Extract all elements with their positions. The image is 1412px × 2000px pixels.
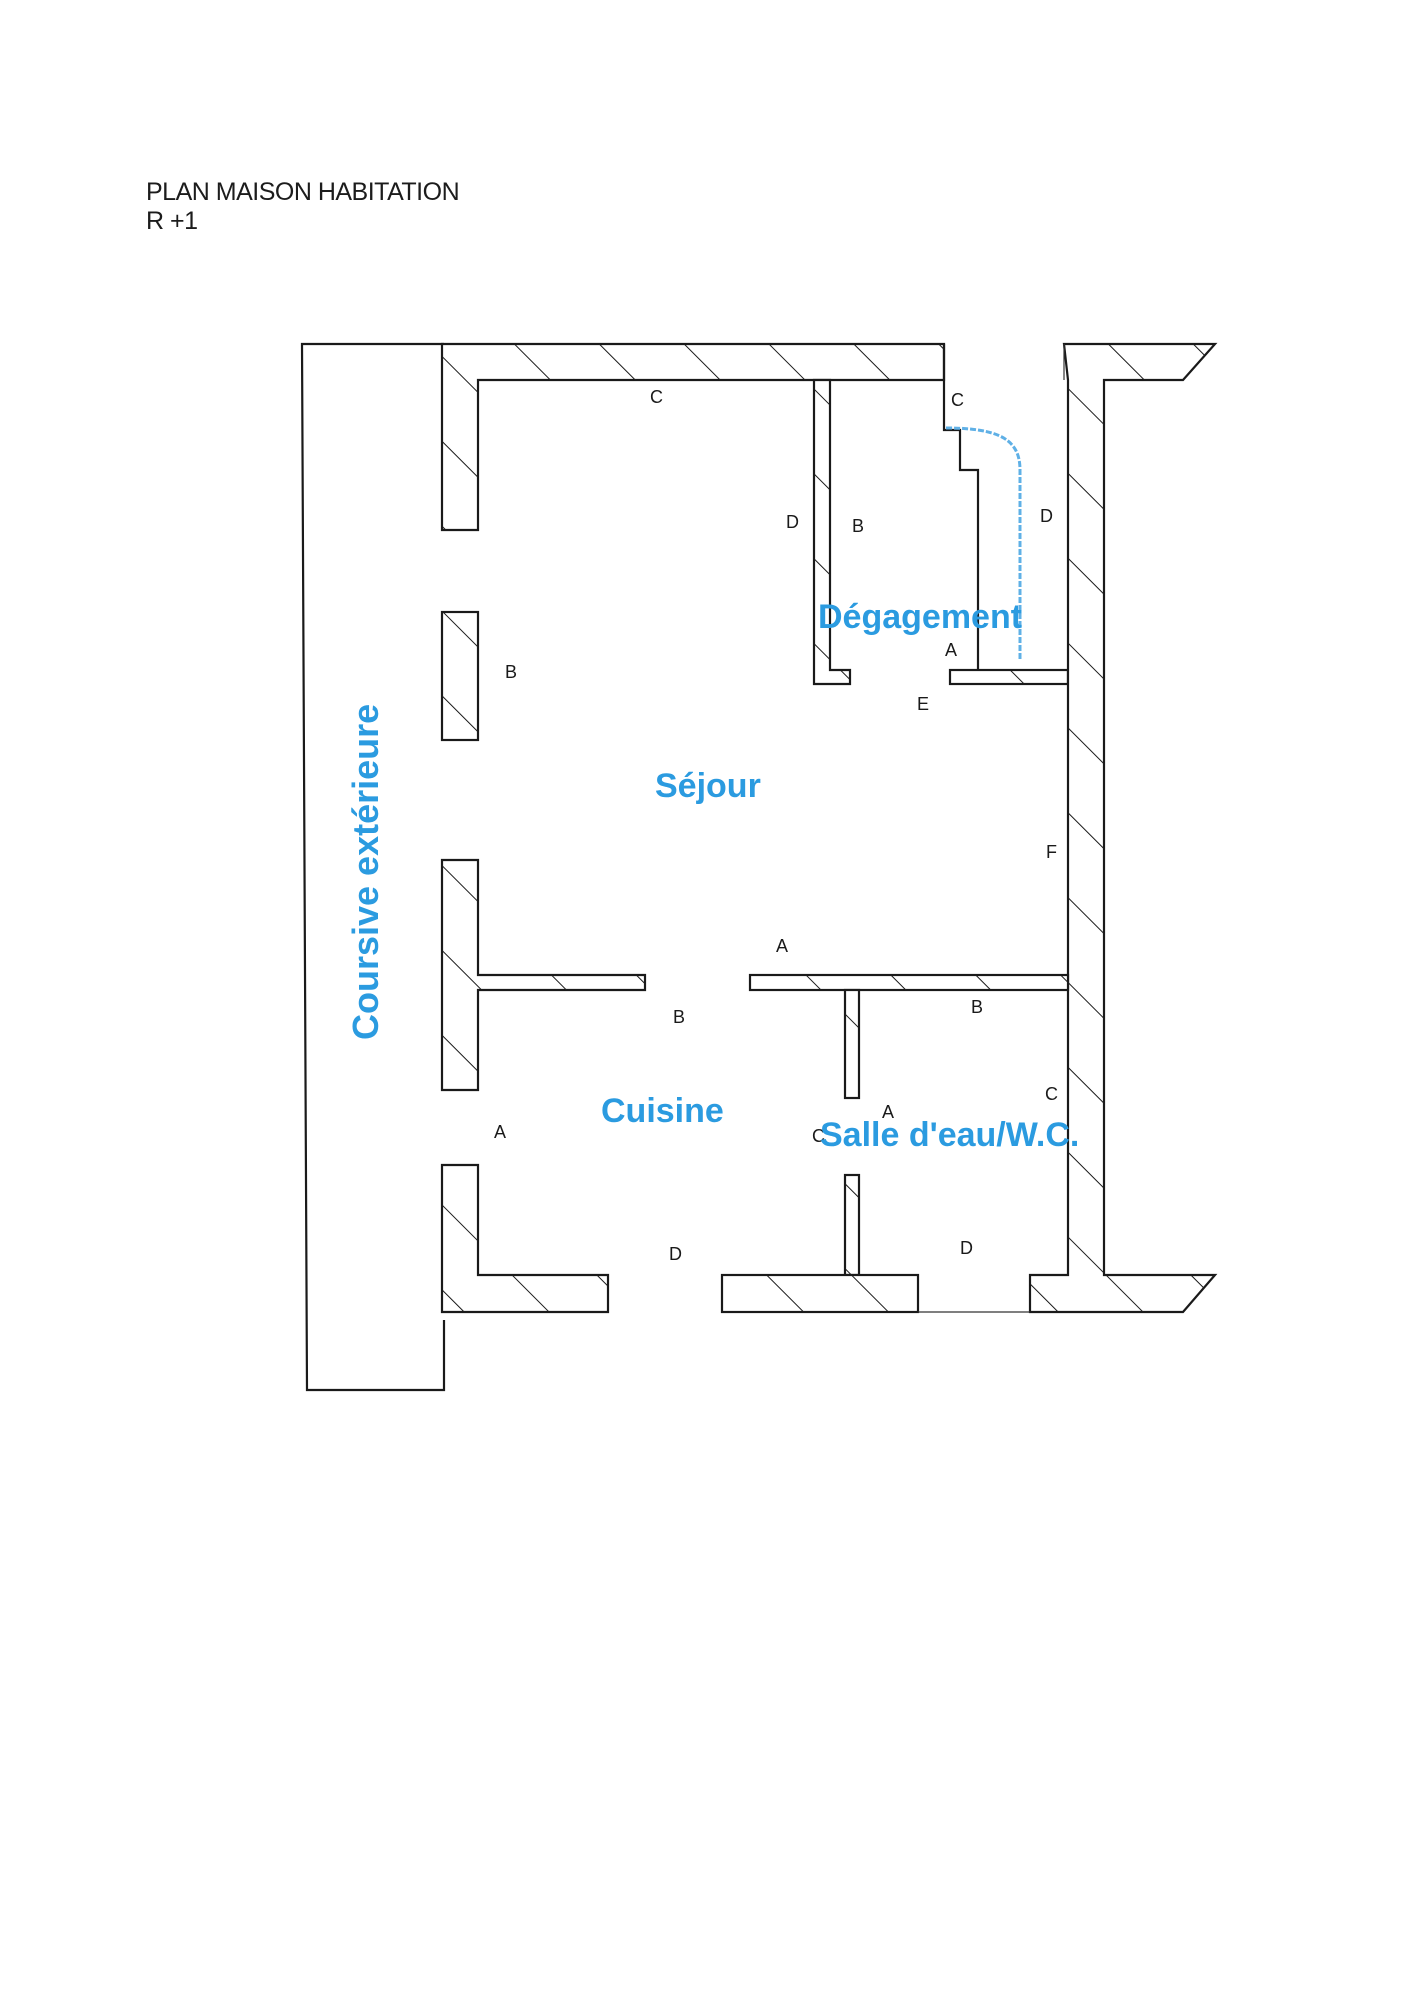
room-label-salle-eau: Salle d'eau/W.C. [820, 1116, 1079, 1154]
wall-left-bottom [440, 1163, 610, 1314]
plan-title-line2: R +1 [146, 207, 198, 235]
letter-deg-top: C [951, 390, 964, 410]
letter-sdb-left: A [882, 1102, 894, 1122]
coursive-outline [300, 342, 446, 1392]
wall-degagement-bottom [948, 668, 1070, 686]
letter-sejour-deg-wall: D [786, 512, 799, 532]
letter-cuisine-left: A [494, 1122, 506, 1142]
letter-deg-bottom: A [945, 640, 957, 660]
letter-sdb-right: C [1045, 1084, 1058, 1104]
letter-cuisine-right: C [812, 1126, 825, 1146]
room-label-sejour: Séjour [655, 767, 761, 805]
room-label-coursive: Coursive extérieure [345, 704, 386, 1040]
wall-top [440, 342, 946, 532]
letter-deg-left: B [852, 516, 864, 536]
letter-sdb-top: B [971, 997, 983, 1017]
letter-deg-right: D [1040, 506, 1053, 526]
letter-sejour-corner: E [917, 694, 929, 714]
room-label-cuisine: Cuisine [601, 1092, 724, 1130]
letter-cuisine-bottom: D [669, 1244, 682, 1264]
wall-sejour-left [440, 610, 480, 742]
room-label-degagement: Dégagement [818, 598, 1022, 636]
letter-sejour-left: B [505, 662, 517, 682]
plan-title-line1: PLAN MAISON HABITATION [146, 178, 460, 206]
wall-right [1028, 342, 1218, 1314]
hand-drawn-mark [945, 426, 1022, 660]
wall-bottom-middle [720, 1273, 920, 1314]
wall-partition-lower [843, 1173, 861, 1277]
wall-degagement-inner [942, 344, 980, 670]
wall-left-middle [440, 858, 647, 1092]
letter-cuisine-top: B [673, 1007, 685, 1027]
wall-partition-upper [843, 988, 861, 1100]
letter-sejour-right: F [1046, 842, 1057, 862]
wall-sejour-bottom [748, 973, 1070, 992]
letter-sejour-top: C [650, 387, 663, 407]
wall-degagement-left [812, 378, 852, 686]
plan-title: PLAN MAISON HABITATION R +1 [146, 178, 460, 236]
letter-sdb-bottom: D [960, 1238, 973, 1258]
letter-sejour-bottom: A [776, 936, 788, 956]
